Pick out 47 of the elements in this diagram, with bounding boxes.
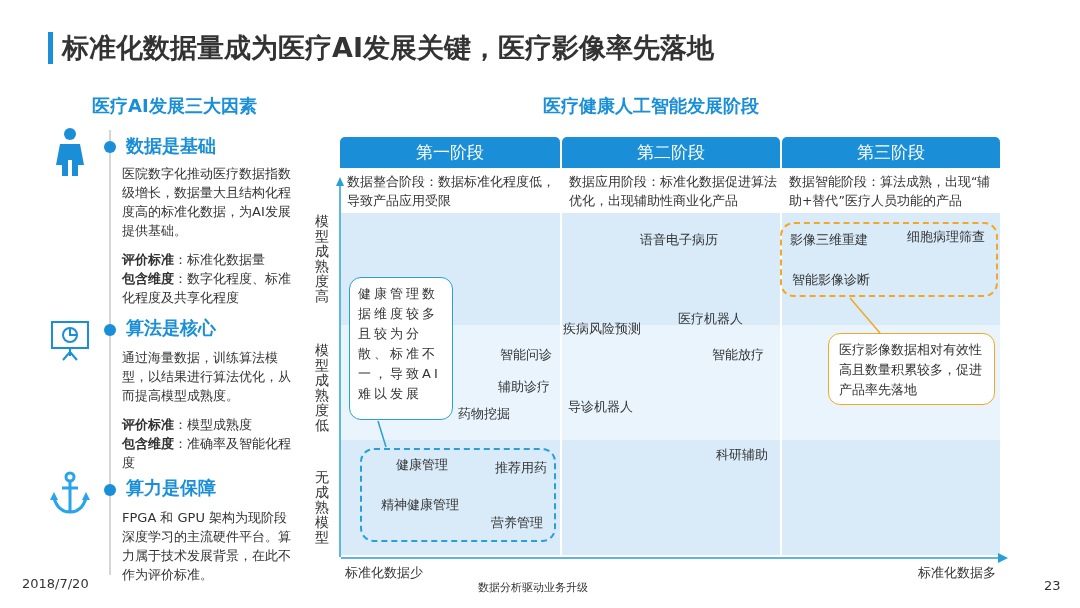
- factor-description: 通过海量数据，训练算法模型，以结果进行算法优化，从而提高模型成熟度。: [122, 349, 292, 405]
- section-heading: 医疗AI发展三大因素: [92, 94, 258, 118]
- section-heading: 医疗健康人工智能发展阶段: [543, 94, 760, 118]
- date-text: 2018/7/20: [22, 576, 89, 591]
- slide-title: 标准化数据量成为医疗AI发展关键，医疗影像率先落地: [62, 31, 714, 65]
- dashed-group-box: [360, 448, 556, 542]
- application-label: 健康管理: [396, 456, 448, 474]
- application-label: 辅助诊疗: [498, 378, 550, 396]
- application-label: 科研辅助: [716, 446, 768, 464]
- callout-box: 医疗影像数据相对有效性高且数量积累较多，促进产品率先落地: [828, 333, 995, 405]
- application-label: 营养管理: [491, 514, 543, 532]
- application-label: 智能问诊: [500, 346, 552, 364]
- stage-description: 数据智能阶段：算法成熟，出现“辅助+替代”医疗人员功能的产品: [789, 173, 992, 210]
- application-label: 智能放疗: [712, 346, 764, 364]
- y-axis-label: 无成熟模型: [315, 470, 330, 545]
- page-number: 23: [1044, 578, 1061, 593]
- evaluation-criterion: 评价标准：标准化数据量: [122, 251, 266, 269]
- stage-description: 数据应用阶段：标准化数据促进算法优化，出现辅助性商业化产品: [569, 173, 778, 210]
- application-label: 导诊机器人: [568, 398, 633, 416]
- stage-header: 第三阶段: [782, 137, 1000, 168]
- stage-header: 第二阶段: [562, 137, 780, 168]
- x-axis-label: 标准化数据少: [345, 564, 423, 582]
- application-label: 疾病风险预测: [563, 320, 641, 338]
- factor-heading: 数据是基础: [126, 134, 216, 158]
- application-label: 精神健康管理: [381, 496, 459, 514]
- factor-heading: 算力是保障: [126, 476, 216, 500]
- x-axis-label: 标准化数据多: [918, 564, 996, 582]
- application-label: 推荐用药: [495, 459, 547, 477]
- factor-description: FPGA 和 GPU 架构为现阶段深度学习的主流硬件平台。算力属于技术发展背景，在此不作为评价标准。: [122, 509, 292, 584]
- y-axis-label: 模型成熟度低: [315, 343, 330, 433]
- callout-box: 健康管理数据维度较多且较为分散、标准不一，导致AI难以发展: [349, 277, 453, 420]
- stage-header: 第一阶段: [340, 137, 560, 168]
- factor-heading: 算法是核心: [126, 316, 216, 340]
- dashed-group-box: [780, 222, 998, 297]
- application-label: 医疗机器人: [678, 310, 743, 328]
- y-axis-label: 模型成熟度高: [315, 214, 330, 304]
- application-label: 智能影像诊断: [792, 271, 870, 289]
- application-label: 语音电子病历: [640, 231, 718, 249]
- dimension-note: 包含维度：数字化程度、标准化程度及共享化程度: [122, 270, 292, 307]
- evaluation-criterion: 评价标准：模型成熟度: [122, 416, 253, 434]
- application-label: 细胞病理筛查: [907, 228, 985, 246]
- footer-slogan: 数据分析驱动业务升级: [478, 580, 588, 595]
- factor-description: 医院数字化推动医疗数据指数级增长，数据量大且结构化程度高的标准化数据，为AI发展提供基础。: [122, 165, 292, 240]
- application-label: 影像三维重建: [790, 231, 868, 249]
- stage-description: 数据整合阶段：数据标准化程度低，导致产品应用受限: [347, 173, 556, 210]
- dimension-note: 包含维度：准确率及智能化程度: [122, 435, 292, 472]
- application-label: 药物挖掘: [458, 405, 510, 423]
